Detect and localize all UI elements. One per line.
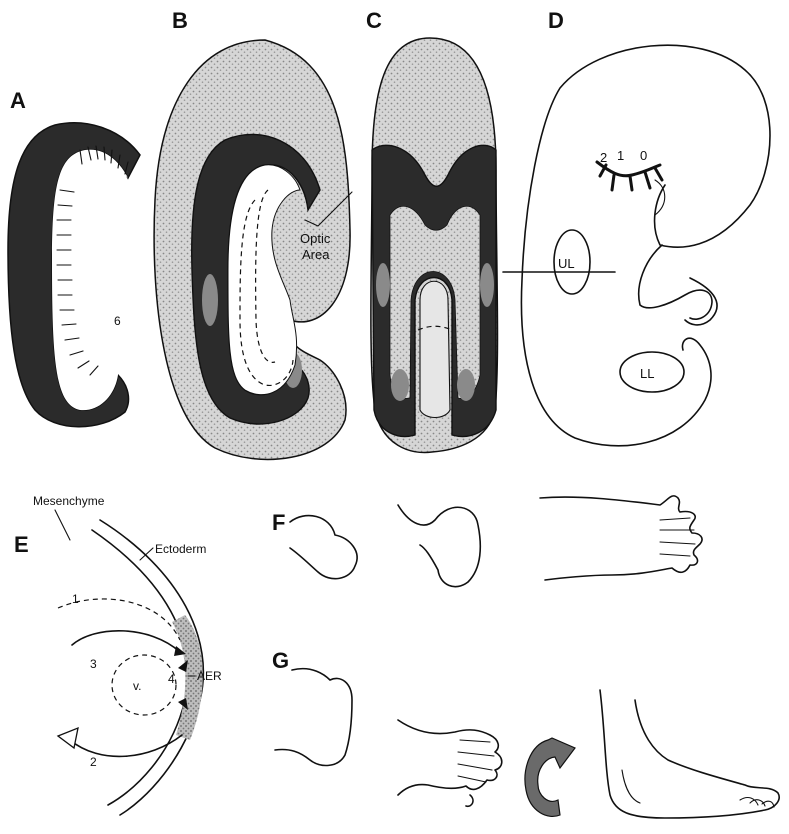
panel-c-letter: C xyxy=(366,8,382,33)
e-num-1: 1 xyxy=(72,592,79,606)
panel-b: B Optic Area xyxy=(154,8,352,459)
arrow-2 xyxy=(70,735,182,756)
panel-f-limb-stage-1 xyxy=(290,516,357,579)
panel-e: E Mesenchyme Ectoderm 1 3 2 v. 4 AER xyxy=(14,494,222,815)
panel-f-digit-rays xyxy=(660,518,695,556)
panel-c-gray-patch-lower-left xyxy=(391,369,409,401)
panel-b-letter: B xyxy=(172,8,188,33)
arrow-3 xyxy=(72,631,180,652)
panel-d-arch-curve xyxy=(655,180,665,215)
panel-d-num-1: 1 xyxy=(617,148,624,163)
panel-e-letter: E xyxy=(14,532,29,557)
panel-d-num-0: 0 xyxy=(640,148,647,163)
optic-area-label-line2: Area xyxy=(302,247,330,262)
panel-d-letter: D xyxy=(548,8,564,33)
e-num-2: 2 xyxy=(90,755,97,769)
panel-a-letter: A xyxy=(10,88,26,113)
e-num-4: 4 xyxy=(168,672,175,686)
mesenchyme-label: Mesenchyme xyxy=(33,494,105,508)
panel-g-toe-lines xyxy=(458,740,494,782)
panel-d-embryo-outline xyxy=(521,45,770,446)
panel-d-num-2: 2 xyxy=(600,150,607,165)
panel-c-gray-patch-left xyxy=(376,263,390,307)
rotation-arrow xyxy=(525,738,575,816)
vessel-circle xyxy=(112,655,176,715)
panel-g-foot-toes xyxy=(740,798,774,807)
upper-limb-label: UL xyxy=(558,256,575,271)
panel-g-foot-contour xyxy=(622,770,640,803)
panel-c-central-column xyxy=(420,281,450,417)
panel-g-limb-stage-1 xyxy=(275,669,352,766)
panel-c: C xyxy=(366,8,498,453)
panel-d: D 2 1 0 UL LL xyxy=(503,8,770,446)
panel-b-gray-patch-left xyxy=(202,274,218,326)
panel-d-face-contour xyxy=(639,245,712,319)
ectoderm-inner-arc xyxy=(92,530,188,805)
lower-limb-label: LL xyxy=(640,366,654,381)
optic-area-label-line1: Optic xyxy=(300,231,331,246)
aer-label: AER xyxy=(197,669,222,683)
panel-a: A 6 xyxy=(8,88,140,427)
panel-g-letter: G xyxy=(272,648,289,673)
panel-c-gray-patch-right xyxy=(480,263,494,307)
panel-g: G xyxy=(272,648,779,818)
panel-a-number: 6 xyxy=(114,314,121,328)
panel-c-gray-patch-lower-right xyxy=(457,369,475,401)
panel-f: F xyxy=(272,496,702,587)
panel-f-letter: F xyxy=(272,510,285,535)
ectoderm-leader xyxy=(140,548,153,560)
e-num-3: 3 xyxy=(90,657,97,671)
mesenchyme-leader xyxy=(55,510,70,540)
panel-f-limb-stage-3 xyxy=(540,496,702,580)
panel-d-arches xyxy=(597,162,662,190)
vessel-label: v. xyxy=(133,679,141,693)
panel-g-limb-stage-2 xyxy=(398,720,502,806)
panel-f-limb-stage-2 xyxy=(398,505,480,587)
ectoderm-label: Ectoderm xyxy=(155,542,206,556)
arrow-2-head xyxy=(58,728,78,748)
